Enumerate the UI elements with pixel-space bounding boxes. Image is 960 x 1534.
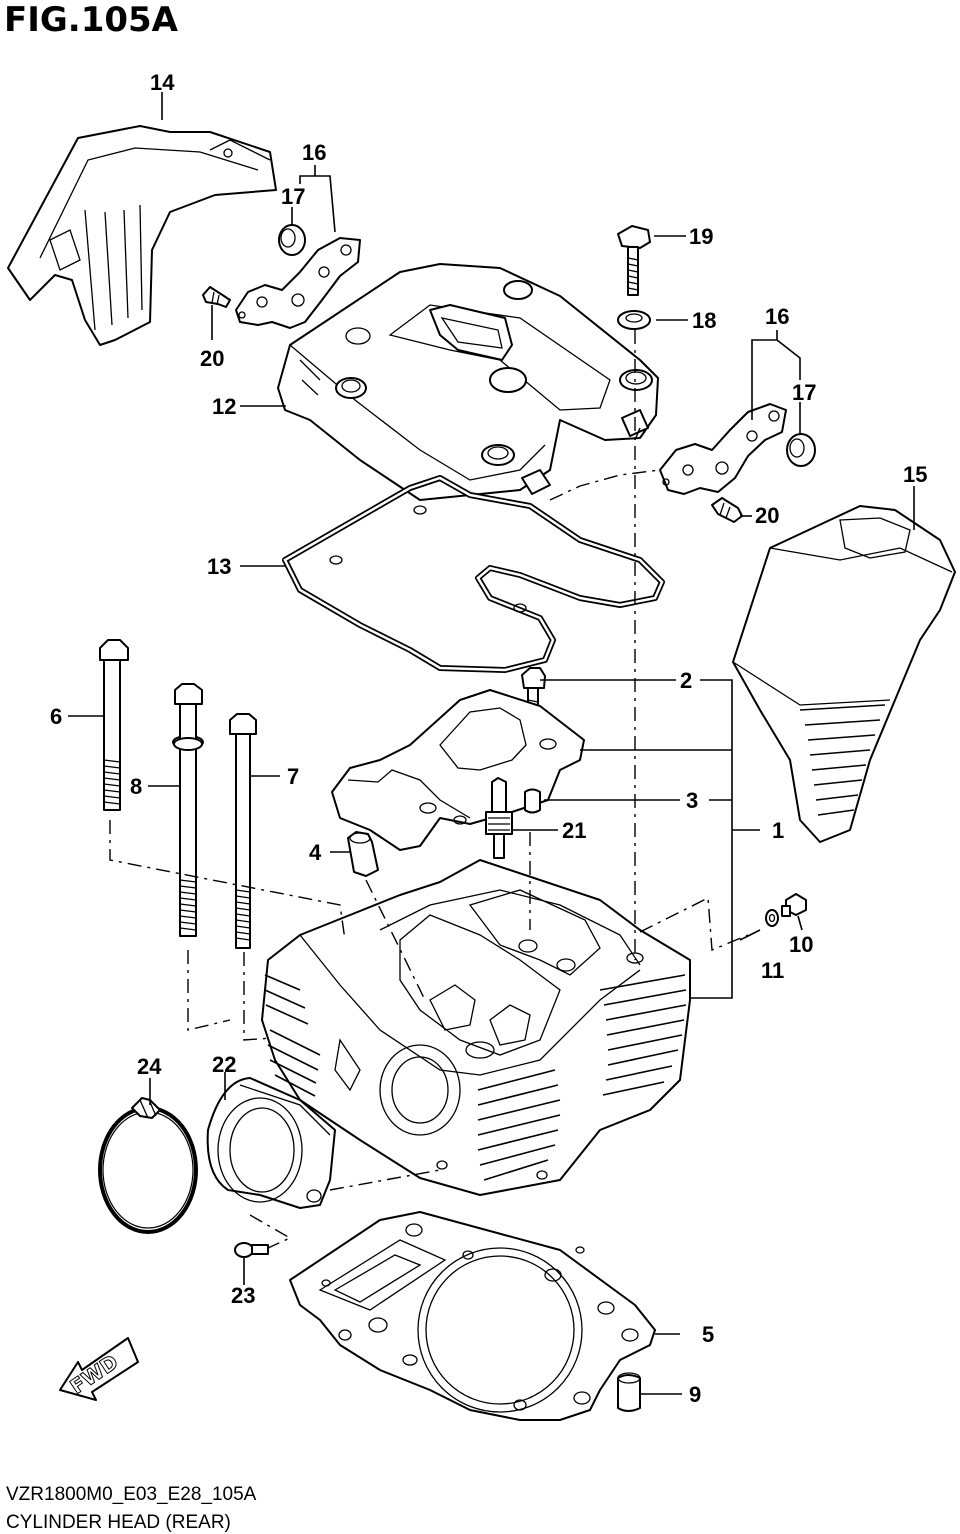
leader-lines [68,92,915,1395]
part-22-intake-pipe[interactable] [206,1077,336,1209]
callout-1: 1 [772,818,784,843]
fwd-arrow-icon: FWD [59,1337,139,1401]
callout-9: 9 [689,1382,701,1407]
part-8-long-bolt[interactable] [172,683,204,937]
callout-17-right: 17 [792,380,816,405]
part-16-right-bracket[interactable] [659,403,787,495]
callout-18: 18 [692,308,716,333]
callout-20-left: 20 [200,346,224,371]
callout-16-right: 16 [765,304,789,329]
part-12-head-cover[interactable] [277,263,659,501]
callout-2: 2 [680,668,692,693]
part-4-valve-guide[interactable] [347,831,379,877]
part-11-washer[interactable] [765,909,779,927]
part-3-dowel-pin[interactable] [524,788,541,814]
part-14-left-cover[interactable] [7,125,277,346]
callout-3: 3 [686,788,698,813]
callout-23: 23 [231,1283,255,1308]
callout-15: 15 [903,462,927,487]
part-1-cylinder-head[interactable] [261,859,691,1196]
figure-code: VZR1800M0_E03_E28_105A [6,1484,257,1505]
callout-24: 24 [137,1054,162,1079]
part-19-cover-bolt[interactable] [617,225,651,296]
callout-21: 21 [562,818,586,843]
part-23-screw[interactable] [234,1242,269,1258]
part-7-long-bolt[interactable] [229,713,257,949]
part-17-right-grommet[interactable] [786,433,816,467]
callout-4: 4 [309,840,322,865]
callout-labels: 14 16 17 20 12 19 18 16 17 20 15 13 2 6 … [50,70,927,1407]
part-20-right-bolt[interactable] [711,497,743,523]
callout-20-right: 20 [755,503,779,528]
callout-5: 5 [702,1322,714,1347]
part-24-clamp[interactable] [98,1097,198,1234]
callout-17-left: 17 [281,184,305,209]
part-5-head-gasket[interactable] [289,1211,656,1421]
part-18-washer[interactable] [617,310,651,330]
part-13-cover-gasket[interactable] [282,475,665,673]
callout-14: 14 [150,70,175,95]
part-6-long-bolt[interactable] [99,639,129,811]
figure-title: FIG.105A [4,0,178,40]
figure-name: CYLINDER HEAD (REAR) [6,1512,231,1533]
callout-22: 22 [212,1052,236,1077]
part-20-left-bolt[interactable] [202,286,231,308]
callout-13: 13 [207,554,231,579]
part-9-dowel[interactable] [617,1372,641,1412]
assembly-lines [109,330,749,1249]
callout-12: 12 [212,394,236,419]
callout-11: 11 [761,958,784,983]
callout-8: 8 [130,774,142,799]
callout-16-left: 16 [302,140,326,165]
camshaft-holder[interactable] [331,689,585,851]
part-21-spark-plug[interactable] [485,777,513,859]
callout-6: 6 [50,704,62,729]
part-17-left-grommet[interactable] [278,224,306,256]
callout-7: 7 [287,764,299,789]
callout-19: 19 [689,224,713,249]
part-16-left-bracket[interactable] [235,237,361,329]
part-15-right-cover[interactable] [732,505,956,843]
part-10-small-bolt[interactable] [781,893,807,917]
callout-10: 10 [789,932,813,957]
